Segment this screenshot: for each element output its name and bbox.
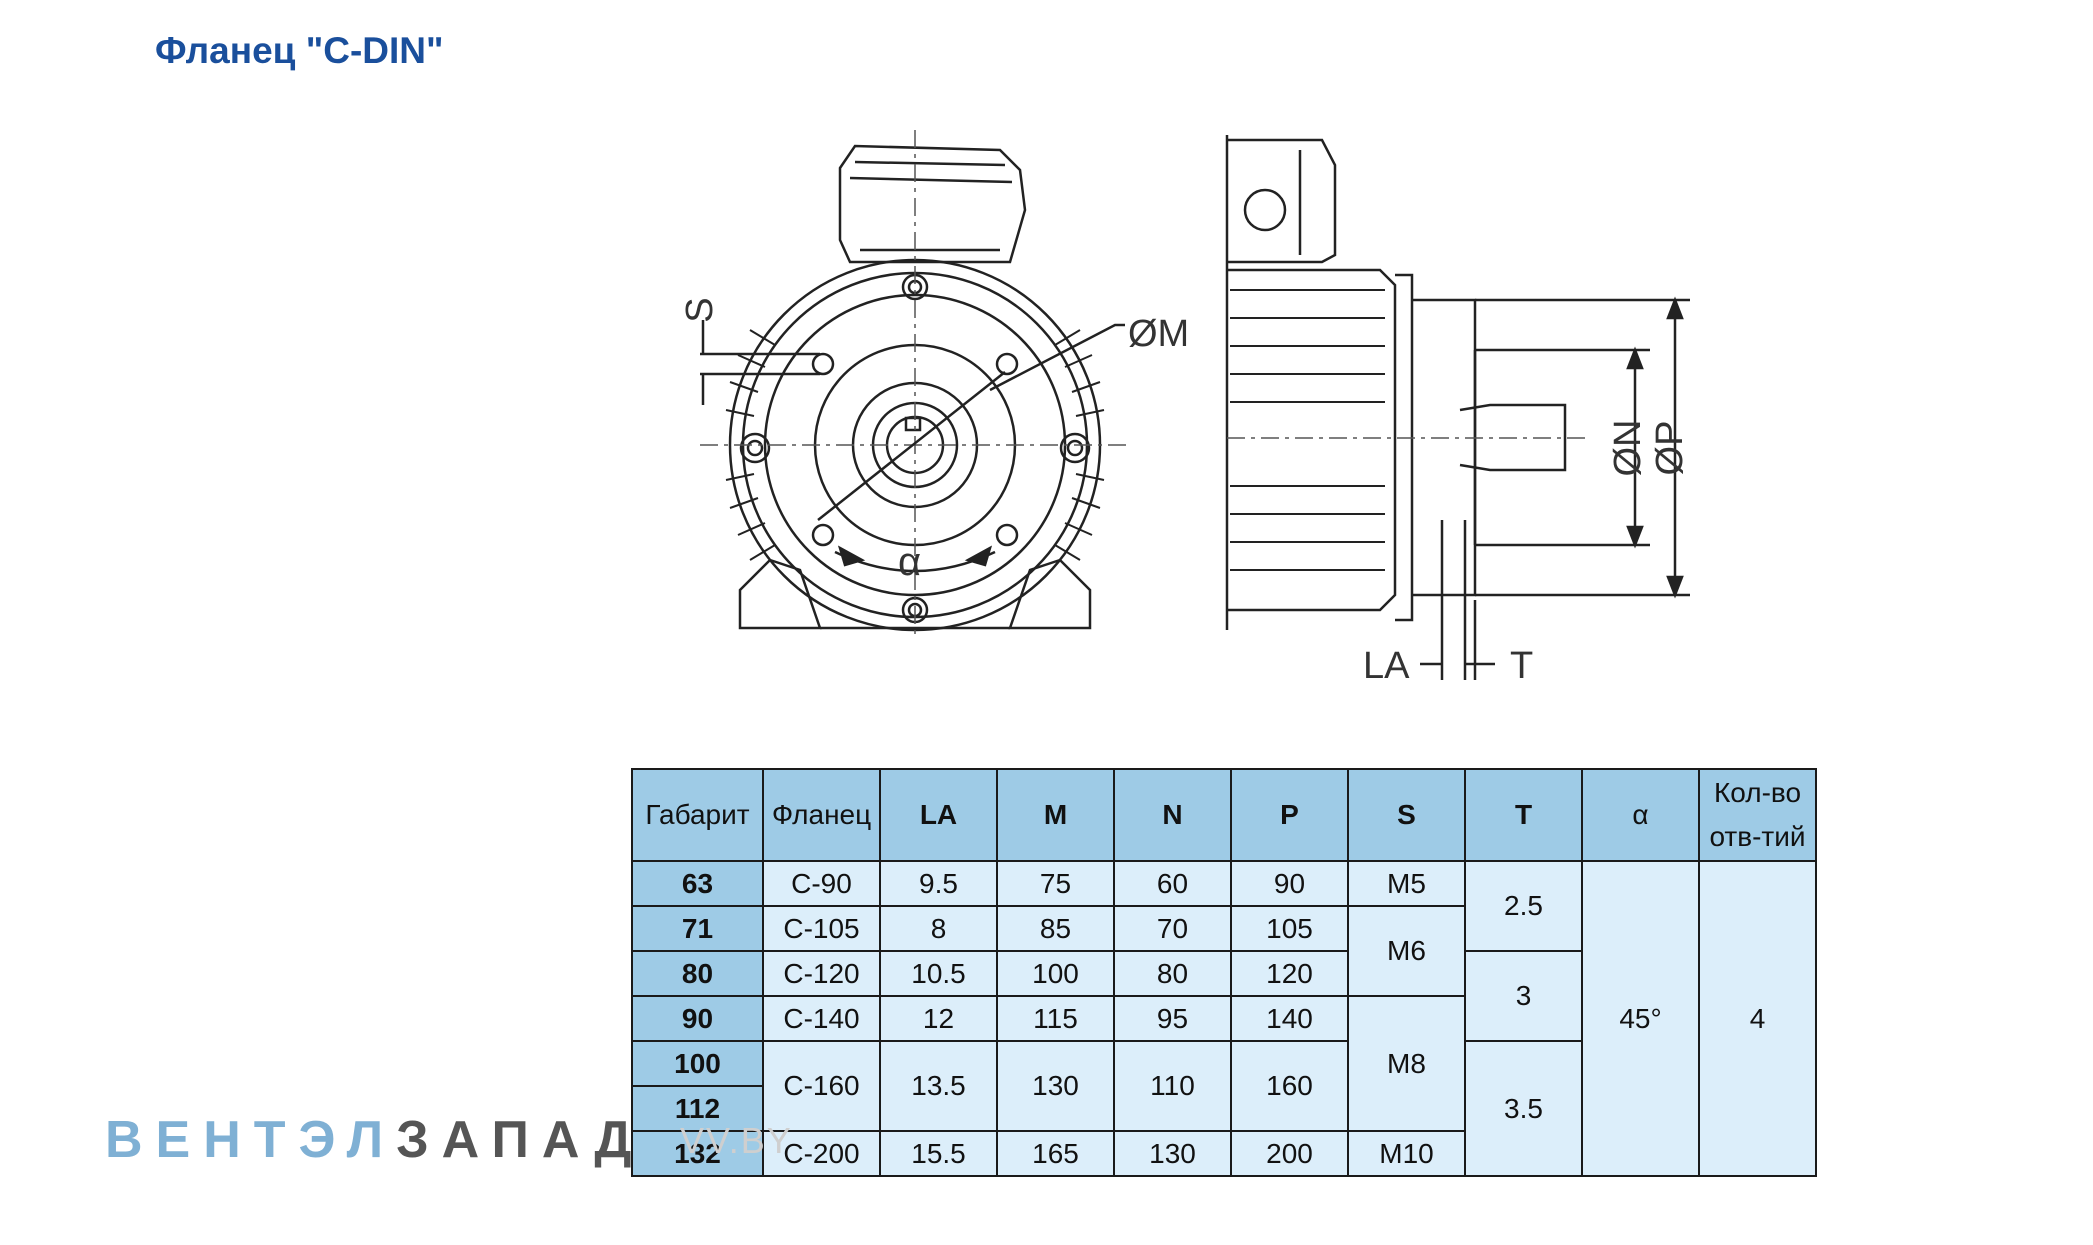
cell-t: 3 (1464, 950, 1583, 1042)
cell-size: 100 (631, 1040, 764, 1087)
cell-flange: C-160 (762, 1040, 881, 1132)
cell-s: M6 (1347, 905, 1466, 997)
cell-la: 8 (879, 905, 998, 952)
cell-s: M8 (1347, 995, 1466, 1132)
cell-p: 90 (1230, 860, 1349, 907)
table-row: 100 C-160 13.5 130 110 160 3.5 (631, 1040, 1816, 1177)
table-row: 63 C-90 9.5 75 60 90 M5 2.5 45° 4 (631, 860, 1817, 1177)
col-header-flange: Фланец (762, 768, 881, 862)
cell-p: 140 (1230, 995, 1349, 1042)
cell-flange: C-90 (762, 860, 881, 907)
cell-m: 85 (996, 905, 1115, 952)
cell-la: 13.5 (879, 1040, 998, 1132)
cell-n: 130 (1113, 1130, 1232, 1177)
cell-n: 95 (1113, 995, 1232, 1042)
dim-label-m: ØM (1128, 313, 1189, 355)
watermark-url: VV.BY (680, 1120, 793, 1161)
dim-label-la: LA (1363, 645, 1410, 687)
page-title: Фланец "C-DIN" (155, 30, 444, 71)
cell-n: 70 (1113, 905, 1232, 952)
watermark-logo: ВЕНТЭЛЗАПАД (105, 1110, 644, 1170)
table-header-row: Габарит Фланец LA M N P S T α Кол-во отв… (631, 768, 1817, 862)
cell-la: 12 (879, 995, 998, 1042)
cell-m: 100 (996, 950, 1115, 997)
cell-t: 3.5 (1464, 1040, 1583, 1177)
cell-n: 80 (1113, 950, 1232, 997)
cell-flange: C-140 (762, 995, 881, 1042)
cell-p: 105 (1230, 905, 1349, 952)
col-header-size: Габарит (631, 768, 764, 862)
col-header-m: M (996, 768, 1115, 862)
cell-flange: C-105 (762, 905, 881, 952)
table-row: 90 C-140 12 115 95 140 M8 (631, 995, 1816, 1132)
cell-la: 9.5 (879, 860, 998, 907)
cell-p: 120 (1230, 950, 1349, 997)
table-row: 112 (631, 1085, 1816, 1132)
dim-label-p: ØP (1649, 421, 1691, 476)
cell-m: 115 (996, 995, 1115, 1042)
col-header-s: S (1347, 768, 1466, 862)
cell-n: 110 (1113, 1040, 1232, 1132)
cell-size: 71 (631, 905, 764, 952)
cell-size: 63 (631, 860, 764, 907)
cell-m: 75 (996, 860, 1115, 907)
front-view (700, 130, 1130, 640)
cell-size: 80 (631, 950, 764, 997)
motor-flange-drawing: S ØM α ØN ØP LA T (679, 130, 1691, 687)
watermark-part2: ЗАПАД (396, 1111, 645, 1169)
col-header-holes: Кол-во отв-тий (1698, 768, 1817, 862)
side-view (1225, 135, 1690, 680)
table-row: 71 C-105 8 85 70 105 M6 (631, 905, 1816, 997)
flange-spec-table: Габарит Фланец LA M N P S T α Кол-во отв… (631, 768, 1817, 1177)
cell-alpha: 45° (1581, 860, 1700, 1177)
col-header-n: N (1113, 768, 1232, 862)
cell-size: 90 (631, 995, 764, 1042)
watermark-part1: ВЕНТЭЛ (105, 1111, 397, 1169)
cell-p: 160 (1230, 1040, 1349, 1132)
cell-p: 200 (1230, 1130, 1349, 1177)
col-header-p: P (1230, 768, 1349, 862)
table-row: 80 C-120 10.5 100 80 120 3 (631, 950, 1816, 1042)
dim-label-n: ØN (1607, 420, 1649, 477)
cell-flange: C-120 (762, 950, 881, 997)
cell-size: 112 (631, 1085, 764, 1132)
col-header-la: LA (879, 768, 998, 862)
cell-la: 10.5 (879, 950, 998, 997)
dim-label-t: T (1510, 645, 1533, 687)
table-row: 132 C-200 15.5 165 130 200 M10 (631, 1130, 1816, 1177)
cell-size: 132 (631, 1130, 764, 1177)
cell-t: 2.5 (1464, 860, 1583, 952)
cell-s: M5 (1347, 860, 1466, 907)
cell-s: M10 (1347, 1130, 1466, 1177)
cell-m: 130 (996, 1040, 1115, 1132)
dim-label-alpha: α (898, 540, 921, 584)
dim-label-s: S (679, 297, 721, 322)
col-header-t: T (1464, 768, 1583, 862)
cell-m: 165 (996, 1130, 1115, 1177)
cell-holes: 4 (1698, 860, 1817, 1177)
cell-flange: C-200 (762, 1130, 881, 1177)
cell-n: 60 (1113, 860, 1232, 907)
cell-la: 15.5 (879, 1130, 998, 1177)
col-header-alpha: α (1581, 768, 1700, 862)
